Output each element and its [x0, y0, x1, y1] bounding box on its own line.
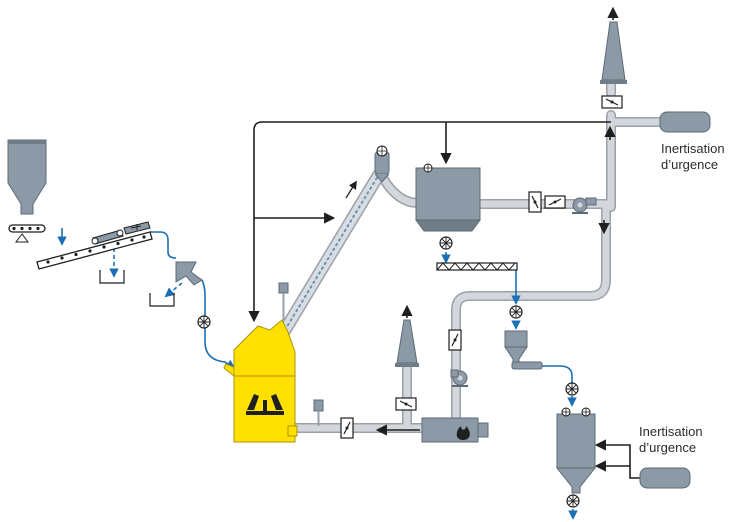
damper-icon [448, 329, 462, 351]
reject-bin-2 [149, 293, 175, 307]
bag-filter [415, 163, 481, 232]
mill-rollers-icon [246, 394, 284, 415]
feeder-belt [8, 224, 46, 243]
damper-icon [340, 417, 354, 439]
rotary-valve-icon [566, 494, 580, 508]
rotary-valve-icon [509, 305, 523, 319]
damper-icon [601, 95, 623, 109]
damper-icon [395, 397, 417, 411]
flame-icon [456, 426, 470, 440]
emergency-inertisation-label-bottom: Inertisation d’urgence [639, 424, 703, 455]
rotary-valve-icon [197, 315, 211, 329]
damper-icon [528, 191, 542, 213]
damper-icon [544, 195, 566, 209]
rotary-valve-icon [565, 382, 579, 396]
inert-gas-tank [639, 467, 691, 489]
exhaust-stack [395, 319, 419, 367]
raw-material-silo [7, 139, 47, 215]
reject-bin-1 [99, 270, 125, 284]
fan-icon [572, 197, 597, 214]
inclined-conveyor-belt [36, 231, 153, 270]
diverter-gate [175, 261, 203, 286]
product-silo [555, 407, 597, 494]
emergency-inertisation-label-top: Inertisation d’urgence [661, 141, 725, 172]
hot-gas-generator [313, 399, 489, 443]
grinding-mill [223, 282, 298, 443]
magnetic-separator [91, 229, 124, 245]
control-lines [248, 6, 640, 479]
material-flow-lines [57, 228, 578, 520]
pipe-network [278, 75, 665, 433]
inert-gas-tank [659, 111, 711, 133]
fan-icon [450, 369, 468, 387]
cyclone [504, 330, 543, 370]
metal-detector [123, 221, 151, 235]
rotary-valve-icon [439, 236, 453, 250]
classifier [374, 145, 390, 183]
exhaust-stack [600, 21, 627, 84]
screw-conveyor [436, 262, 518, 271]
